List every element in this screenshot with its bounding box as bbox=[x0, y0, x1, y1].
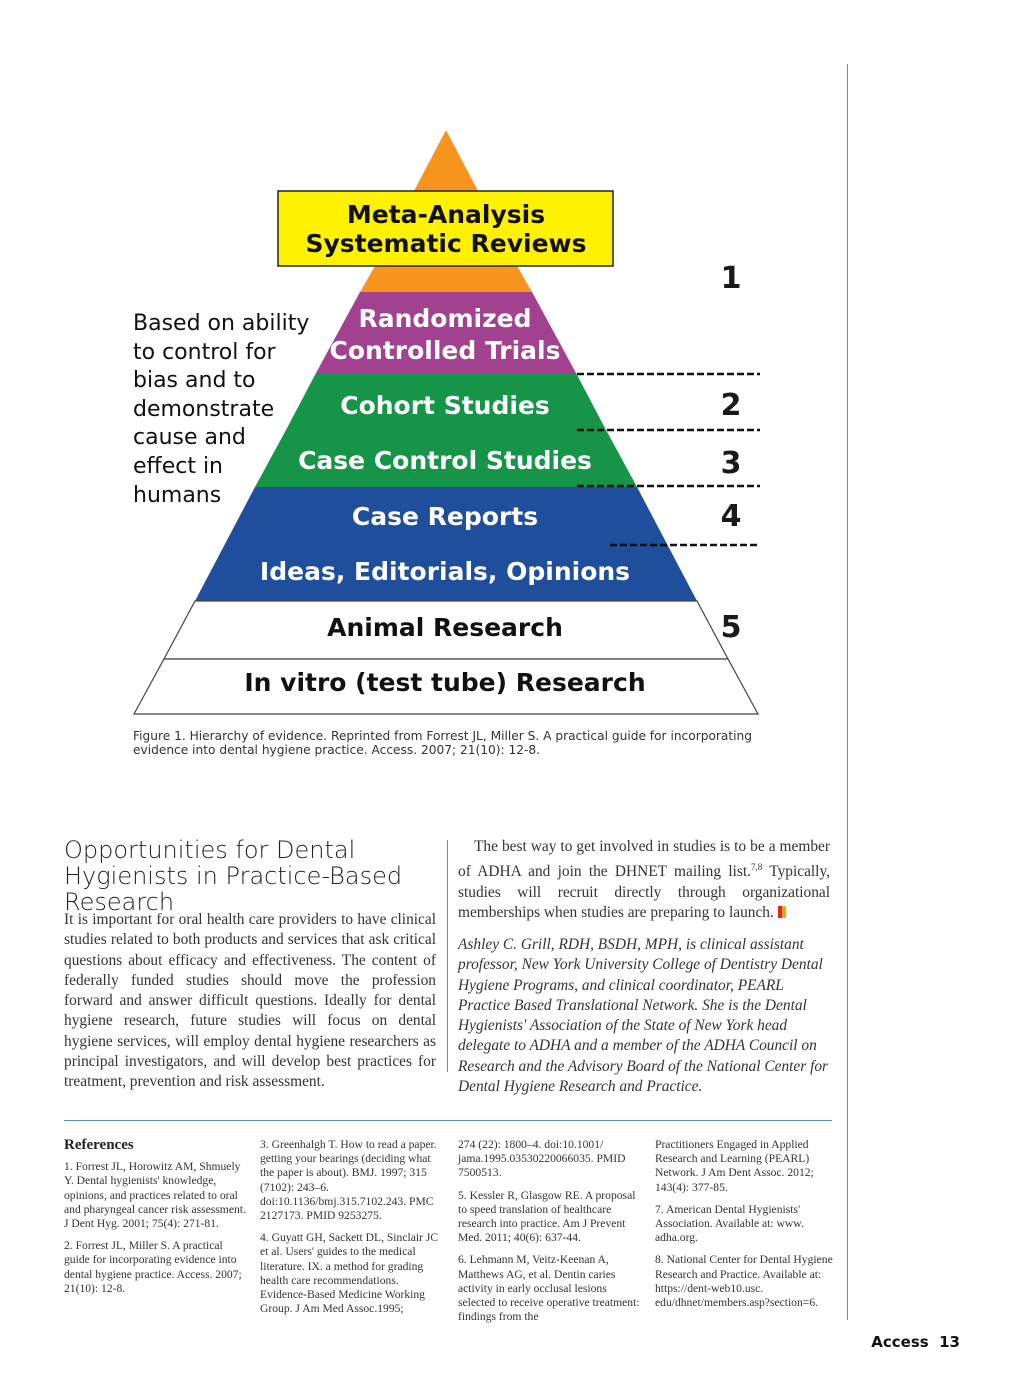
rank-dividers bbox=[577, 372, 760, 547]
references-column: Practitioners Engaged in Applied Researc… bbox=[655, 1138, 837, 1318]
references-column: References 1. Forrest JL, Horowitz AM, S… bbox=[64, 1137, 246, 1304]
level-in-vitro bbox=[132, 658, 760, 715]
citation-superscript: 7,8 bbox=[751, 862, 763, 873]
level-label: In vitro (test tube) Research bbox=[244, 668, 645, 697]
reference-item: 3. Greenhalgh T. How to read a paper. ge… bbox=[260, 1138, 437, 1223]
references-title: References bbox=[64, 1137, 134, 1153]
rank-number: 3 bbox=[721, 446, 742, 481]
level-label: Animal Research bbox=[327, 613, 563, 642]
body-paragraph: The best way to get involved in studies … bbox=[458, 837, 830, 923]
rank-number: 5 bbox=[721, 610, 742, 645]
section-heading: Opportunities for Dental Hygienists in P… bbox=[64, 836, 403, 916]
level-label: Controlled Trials bbox=[330, 336, 561, 365]
level-label: Case Control Studies bbox=[298, 446, 592, 475]
reference-item: Practitioners Engaged in Applied Researc… bbox=[655, 1138, 814, 1194]
reference-item: 5. Kessler R, Glasgow RE. A proposal to … bbox=[458, 1188, 636, 1245]
reference-item: 6. Lehmann M, Veitz-Keenan A, Matthews A… bbox=[458, 1253, 640, 1324]
rank-number: 2 bbox=[721, 388, 742, 423]
references-column: 274 (22): 1800–4. doi:10.1001/ jama.1995… bbox=[458, 1138, 640, 1332]
page-number: 13 bbox=[939, 1333, 960, 1351]
level-case-reports bbox=[225, 487, 667, 544]
end-mark-icon bbox=[777, 906, 786, 919]
rank-number: 1 bbox=[721, 261, 742, 296]
paragraph-text: Typically, studies will recruit directly… bbox=[458, 863, 830, 922]
pyramid-apex bbox=[414, 130, 478, 191]
section-divider bbox=[64, 1120, 832, 1121]
author-bio: Ashley C. Grill, RDH, BSDH, MPH, is clin… bbox=[458, 936, 829, 1096]
reference-item: 7. American Dental Hygienists' Associati… bbox=[655, 1202, 804, 1245]
level-cohort bbox=[286, 373, 606, 430]
body-paragraph: It is important for oral health care pro… bbox=[64, 911, 436, 1091]
reference-item: 2. Forrest JL, Miller S. A practical gui… bbox=[64, 1239, 242, 1295]
references-column: 3. Greenhalgh T. How to read a paper. ge… bbox=[260, 1138, 442, 1324]
level-label: Randomized bbox=[358, 304, 531, 333]
evidence-pyramid: Meta-Analysis Systematic Reviews Randomi… bbox=[132, 130, 760, 715]
pyramid-side-note: Based on ability to control for bias and… bbox=[133, 311, 310, 508]
level-meta-analysis bbox=[277, 190, 614, 267]
level-label: Meta-Analysis bbox=[347, 200, 545, 229]
reference-item: 8. National Center for Dental Hygiene Re… bbox=[655, 1253, 833, 1310]
pyramid-apex-lower bbox=[360, 266, 532, 292]
publication-name: Access bbox=[871, 1333, 929, 1351]
reference-item: 1. Forrest JL, Horowitz AM, Shmuely Y. D… bbox=[64, 1160, 246, 1231]
level-label: Ideas, Editorials, Opinions bbox=[260, 557, 630, 586]
level-label: Case Reports bbox=[352, 502, 538, 531]
margin-rule bbox=[847, 64, 848, 1320]
level-case-control bbox=[255, 430, 637, 487]
column-divider bbox=[447, 840, 448, 1072]
page-footer: Access 13 bbox=[871, 1333, 960, 1351]
reference-item: 274 (22): 1800–4. doi:10.1001/ jama.1995… bbox=[458, 1138, 626, 1180]
level-label: Systematic Reviews bbox=[305, 229, 586, 258]
paragraph-text: The best way to get involved in studies … bbox=[458, 838, 830, 881]
level-ideas bbox=[195, 544, 697, 601]
level-rct bbox=[316, 292, 576, 373]
reference-item: 4. Guyatt GH, Sackett DL, Sinclair JC et… bbox=[260, 1231, 439, 1316]
rank-number: 4 bbox=[721, 499, 742, 534]
figure-caption: Figure 1. Hierarchy of evidence. Reprint… bbox=[133, 729, 753, 757]
level-label: Cohort Studies bbox=[340, 391, 550, 420]
